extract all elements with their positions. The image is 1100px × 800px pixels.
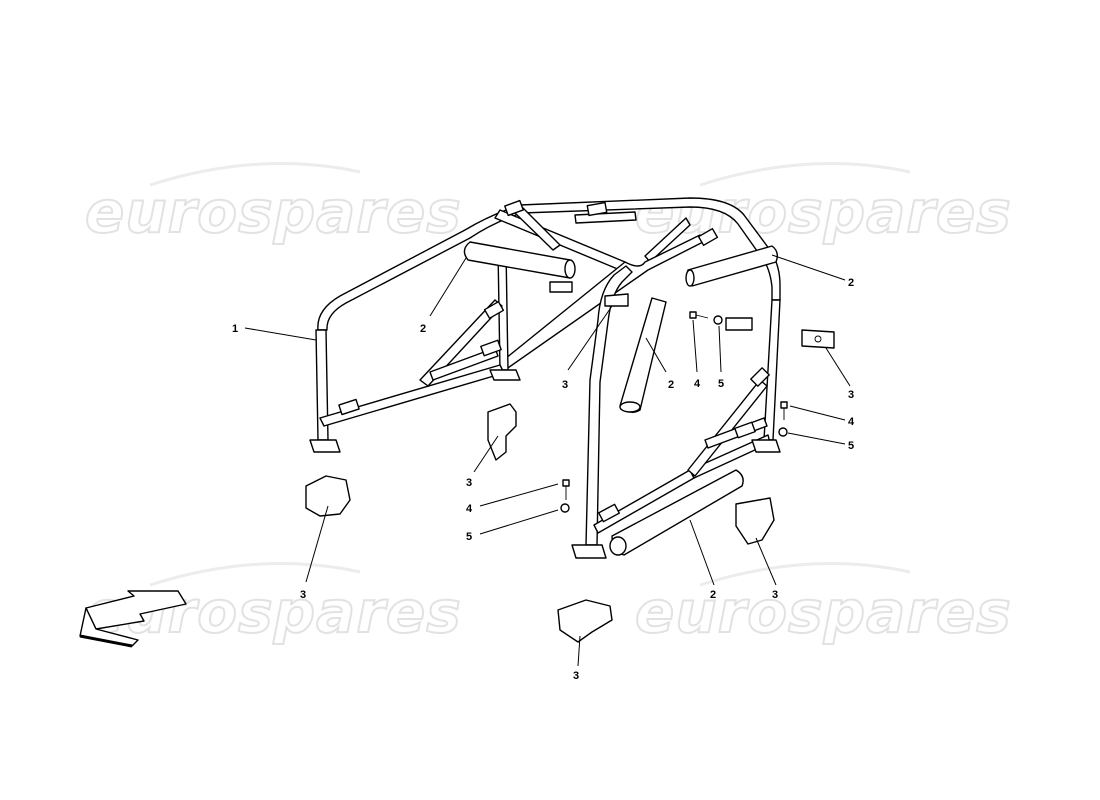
callout-2-top-left-tube: 2	[420, 323, 426, 335]
watermark-top-right: eurospares	[635, 178, 1012, 246]
padding-tube-center	[619, 297, 667, 413]
callout-2-center-tube: 2	[668, 379, 674, 391]
leader-line	[473, 435, 499, 473]
bolt	[780, 401, 788, 409]
callout-5-washer-right: 5	[848, 440, 854, 452]
joint-clamp	[480, 339, 502, 357]
leader-line	[645, 337, 667, 373]
top-crossbar	[574, 211, 637, 224]
bolt	[689, 311, 697, 319]
bracket-small-mid	[604, 293, 629, 307]
callout-3-plate-bracket: 3	[848, 389, 854, 401]
padding-tubes	[463, 241, 779, 556]
watermark-swoosh	[149, 162, 361, 187]
joint-clamp	[586, 201, 608, 217]
left-side-diagonal	[429, 347, 499, 381]
base-plate	[309, 439, 341, 453]
watermark-swoosh	[699, 562, 911, 587]
leader-line	[718, 325, 722, 373]
watermark-bottom-right: eurospares	[635, 578, 1012, 646]
joint-clamp	[338, 398, 360, 416]
leader-line	[692, 319, 698, 373]
callout-5-washer-top: 5	[718, 378, 724, 390]
watermark-top-left: eurospares	[85, 178, 462, 246]
brackets	[305, 281, 835, 643]
callout-2-lower-tube: 2	[710, 589, 716, 601]
joint-clamp	[483, 300, 505, 320]
leader-line	[479, 509, 559, 535]
bracket-mount-right	[735, 497, 775, 545]
callout-3-center-mount: 3	[466, 477, 472, 489]
joint-clamp	[504, 199, 524, 217]
callout-3-right-mount: 3	[772, 589, 778, 601]
callouts: 1 2 2 2 2 3 3 3 3 3 3 4 4 4 5 5 5	[232, 277, 855, 682]
leader-line	[479, 483, 559, 507]
callout-3-left-mount: 3	[300, 589, 306, 601]
washer	[778, 427, 788, 437]
washer	[713, 315, 723, 325]
bolt-shank	[695, 314, 709, 319]
bracket-small-right	[725, 317, 753, 331]
callout-2-top-right-tube: 2	[848, 277, 854, 289]
right-side-diagonal	[687, 379, 768, 477]
callout-4-bolt-top: 4	[694, 378, 701, 390]
leader-line	[689, 519, 715, 586]
leader-line	[825, 347, 851, 387]
joint-clamp	[598, 503, 620, 523]
base-plate	[571, 544, 607, 559]
joint-clamp	[697, 227, 719, 247]
callout-5-washer-lower: 5	[466, 531, 472, 543]
callout-4-bolt-right: 4	[848, 416, 855, 428]
joint-clamp	[750, 367, 770, 387]
leader-line	[787, 432, 846, 445]
callout-3-small-bracket: 3	[562, 379, 568, 391]
bracket-mount-left	[305, 475, 351, 517]
bracket-hole	[814, 335, 822, 343]
bracket-mount-center	[487, 403, 517, 461]
leader-line	[771, 254, 846, 281]
leader-line	[244, 327, 317, 341]
top-crossbar	[644, 217, 691, 263]
leader-line	[429, 257, 467, 317]
base-plate	[751, 439, 781, 453]
left-side-diagonal	[419, 299, 503, 387]
tube-end	[619, 401, 641, 413]
roll-cage-frame	[309, 197, 781, 559]
leader-line	[577, 635, 581, 667]
tube-end	[609, 536, 627, 556]
base-plate	[489, 369, 521, 381]
washer	[560, 503, 570, 513]
watermark-swoosh	[699, 162, 911, 187]
tube-end	[564, 259, 576, 279]
watermark-swoosh	[149, 562, 361, 587]
watermarks: eurospares eurospares eurospares eurospa…	[84, 162, 1012, 647]
joint-clamp	[734, 421, 756, 439]
callout-1: 1	[232, 323, 238, 335]
leader-line	[755, 537, 777, 586]
right-rear-leg	[763, 299, 781, 441]
fasteners	[560, 311, 788, 513]
leader-line	[789, 405, 846, 421]
leader-line	[305, 505, 329, 583]
bracket-plate-right	[801, 329, 835, 349]
bracket-small-top	[549, 281, 573, 293]
tube-end	[685, 269, 695, 287]
leader-line	[567, 305, 613, 371]
bolt	[562, 479, 570, 487]
callout-3-bottom-mount: 3	[573, 670, 579, 682]
leader-lines	[244, 254, 851, 667]
direction-arrow-icon	[79, 590, 187, 648]
bracket-mount-bottom	[557, 599, 613, 643]
left-lower-bar	[319, 364, 505, 427]
padding-tube-top-right	[685, 245, 779, 287]
callout-4-bolt-lower: 4	[466, 503, 473, 515]
